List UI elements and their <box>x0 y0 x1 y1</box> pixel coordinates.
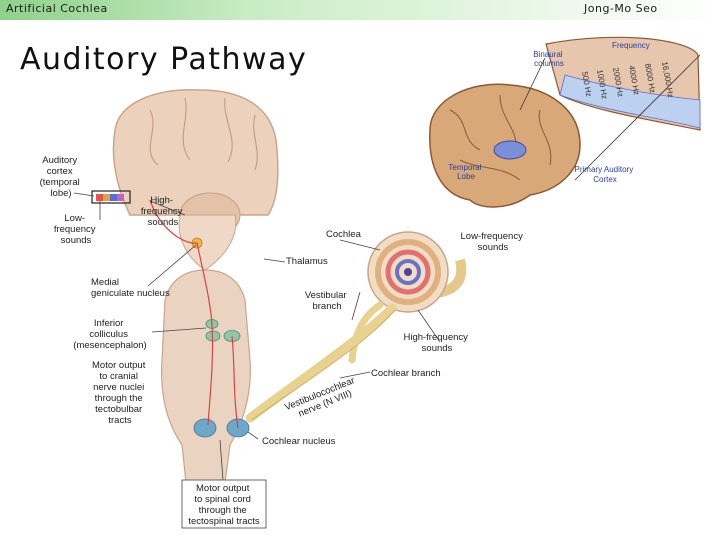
high-freq-left-line: sounds <box>148 217 179 228</box>
motor-cranial-line: Motor output <box>92 360 146 371</box>
medial-geniculate-line: Medial <box>91 277 119 288</box>
cochlear-branch-label: Cochlear branch <box>371 368 441 379</box>
high-freq-left-line: High- <box>150 195 173 206</box>
primary-auditory-line: Primary Auditory <box>575 165 634 174</box>
high-freq-right-line: High-frequency <box>403 332 468 343</box>
cochlea-illustration <box>367 231 467 313</box>
vestibular-branch-line: Vestibular <box>305 290 347 301</box>
binaural-line: Binaural <box>533 50 563 59</box>
motor-output-spinal-box <box>181 479 267 529</box>
binaural-line: columns <box>534 59 564 68</box>
inferior-colliculus-line: (mesencephalon) <box>73 340 146 351</box>
low-frequency-sounds-left-label: Low- frequency sounds <box>54 213 98 246</box>
motor-output-cranial-label: Motor output to cranial nerve nuclei thr… <box>92 360 148 426</box>
high-frequency-sounds-right-label: High-frequency sounds <box>403 332 470 354</box>
low-freq-left-line: sounds <box>61 235 92 246</box>
primary-auditory-line: Cortex <box>593 175 617 184</box>
lateral-brain-inset <box>429 36 701 208</box>
tonotopic-strip <box>91 190 131 204</box>
temporal-lobe-line: Temporal <box>448 163 481 172</box>
low-freq-right-line: Low-frequency <box>461 231 524 242</box>
cochlear-nucleus-label: Cochlear nucleus <box>262 436 336 447</box>
vestibular-branch-label: Vestibular branch <box>305 290 349 312</box>
low-frequency-sounds-right-label: Low-frequency sounds <box>461 231 526 253</box>
medial-geniculate-label: Medial geniculate nucleus <box>91 277 170 299</box>
low-freq-left-line: Low- <box>64 213 85 224</box>
inset-primary-auditory-cortex-label: Primary Auditory Cortex <box>575 165 636 184</box>
auditory-cortex-line: lobe) <box>50 188 71 199</box>
slide-header-bar: Artificial Cochlea Jong-Mo Seo <box>0 0 720 20</box>
high-freq-left-line: frequency <box>141 206 183 217</box>
coronal-brain-section <box>112 89 279 521</box>
inset-binaural-label: Binaural columns <box>533 50 565 68</box>
motor-cranial-line: tracts <box>108 415 131 426</box>
motor-output-spinal-label: Motor output to spinal cord through the … <box>188 483 260 527</box>
auditory-cortex-label: Auditory cortex (temporal lobe) <box>40 155 83 199</box>
header-right-text: Jong-Mo Seo <box>584 2 658 15</box>
motor-cranial-line: tectobulbar <box>95 404 142 415</box>
medial-geniculate-line: geniculate nucleus <box>91 288 170 299</box>
inferior-colliculus-line: Inferior <box>94 318 124 329</box>
low-freq-right-line: sounds <box>478 242 509 253</box>
motor-spinal-line: through the <box>199 505 247 516</box>
freq-value-label: 500 Hz <box>580 71 593 98</box>
inferior-colliculus-label: Inferior colliculus (mesencephalon) <box>73 318 146 351</box>
low-freq-left-line: frequency <box>54 224 96 235</box>
slide-title: Auditory Pathway <box>20 42 308 77</box>
inferior-colliculus-line: colliculus <box>89 329 128 340</box>
inset-temporal-lobe-label: Temporal Lobe <box>448 163 483 181</box>
header-left-text: Artificial Cochlea <box>6 2 108 15</box>
motor-cranial-line: to cranial <box>99 371 138 382</box>
motor-spinal-line: Motor output <box>196 483 250 494</box>
auditory-cortex-line: (temporal <box>40 177 80 188</box>
vestibulocochlear-nerve <box>245 301 397 423</box>
temporal-lobe-line: Lobe <box>457 172 475 181</box>
motor-spinal-line: tectospinal tracts <box>188 516 260 527</box>
thalamus-label: Thalamus <box>286 256 328 267</box>
motor-cranial-line: nerve nuclei <box>93 382 144 393</box>
auditory-cortex-line: Auditory <box>42 155 77 166</box>
motor-cranial-line: through the <box>95 393 143 404</box>
vestibular-branch-line: branch <box>312 301 341 312</box>
motor-spinal-line: to spinal cord <box>194 494 251 505</box>
inset-frequency-label: Frequency <box>612 41 650 50</box>
high-frequency-sounds-left-label: High- frequency sounds <box>141 195 185 228</box>
cochlea-label: Cochlea <box>326 229 362 240</box>
leader-lines <box>73 192 441 481</box>
high-freq-right-line: sounds <box>422 343 453 354</box>
auditory-cortex-line: cortex <box>47 166 73 177</box>
